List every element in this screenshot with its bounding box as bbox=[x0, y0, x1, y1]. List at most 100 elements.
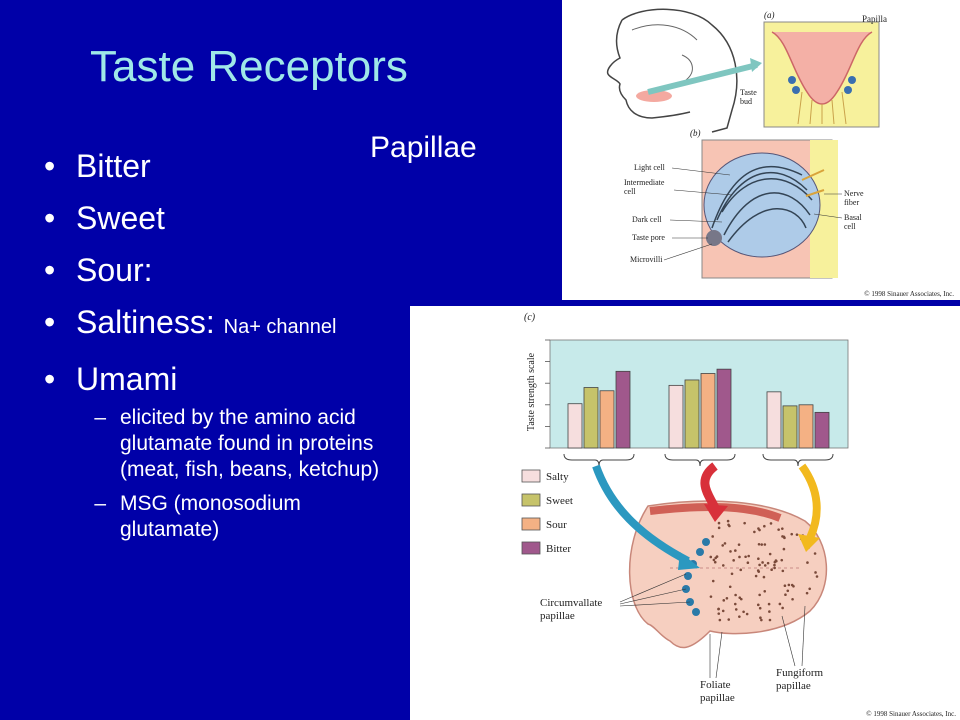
fungiform-dot bbox=[721, 544, 725, 547]
fungiform-dot bbox=[773, 563, 776, 567]
copyright-bottom: © 1998 Sinauer Associates, Inc. bbox=[866, 710, 956, 718]
label-microvilli: Microvilli bbox=[630, 255, 663, 264]
bar-group bbox=[567, 368, 830, 449]
tongue-illustration bbox=[628, 500, 828, 649]
fungiform-dot bbox=[738, 615, 741, 618]
umami-sub-item: – elicited by the amino acid glutamate f… bbox=[76, 405, 405, 483]
umami-sublist: – elicited by the amino acid glutamate f… bbox=[76, 405, 414, 543]
fungiform-dot bbox=[815, 575, 819, 578]
yellow-arrow-head-icon bbox=[798, 534, 820, 552]
bullet-sour: • Sour: bbox=[44, 250, 414, 290]
fungiform-dot bbox=[781, 535, 784, 538]
fungiform-dot bbox=[743, 521, 746, 525]
category-brace bbox=[762, 453, 834, 467]
bullet-label: Sweet bbox=[76, 200, 165, 236]
label-a: (a) bbox=[764, 10, 775, 20]
fungiform-dot bbox=[727, 523, 730, 527]
bar-sweet bbox=[583, 387, 599, 449]
bullet-marker: • bbox=[44, 148, 56, 184]
bar-sweet bbox=[782, 405, 798, 449]
fungiform-dot bbox=[721, 564, 725, 567]
fungiform-dot bbox=[739, 568, 743, 572]
fungiform-dot bbox=[747, 554, 750, 558]
label-intermediate-cell: cell bbox=[624, 187, 636, 196]
legend-label-bitter: Bitter bbox=[546, 543, 571, 555]
bar-sour bbox=[798, 404, 814, 449]
bullet-marker: • bbox=[44, 304, 56, 340]
legend-label-sour: Sour bbox=[546, 519, 567, 531]
fungiform-dot bbox=[757, 542, 761, 546]
bullet-sweet: • Sweet bbox=[44, 198, 414, 238]
fungiform-dot bbox=[774, 559, 778, 562]
label-fungiform-papillae: papillae bbox=[776, 680, 811, 692]
fungiform-dot bbox=[756, 569, 760, 572]
fungiform-dot bbox=[753, 530, 756, 534]
y-axis-ticks bbox=[545, 339, 550, 449]
fungiform-dot bbox=[790, 532, 794, 536]
fungiform-dot bbox=[717, 612, 721, 615]
fungiform-dot bbox=[763, 543, 767, 546]
label-papilla: Papilla bbox=[862, 14, 887, 24]
fungiform-dot bbox=[762, 575, 766, 579]
saltiness-note: Na+ channel bbox=[223, 316, 337, 338]
leader-line bbox=[619, 601, 691, 607]
fungiform-dot bbox=[744, 555, 747, 559]
bar-salty bbox=[567, 403, 583, 449]
fungiform-dot bbox=[717, 526, 721, 530]
fungiform-dot bbox=[727, 618, 731, 621]
fungiform-dot bbox=[759, 616, 762, 620]
y-axis-label: Taste strength scale bbox=[526, 352, 537, 431]
fungiform-dot bbox=[722, 599, 726, 602]
fungiform-dot bbox=[738, 555, 741, 559]
bar-bitter bbox=[716, 368, 732, 449]
fungiform-dot bbox=[734, 608, 738, 611]
fungiform-dot bbox=[721, 609, 725, 613]
fungiform-dot bbox=[734, 549, 737, 552]
circumvallate-dot bbox=[702, 538, 710, 546]
fungiform-dot bbox=[745, 612, 749, 616]
fungiform-dot bbox=[778, 602, 782, 606]
fungiform-dot bbox=[711, 579, 715, 583]
bar-sour bbox=[700, 373, 716, 449]
fungiform-dot bbox=[782, 547, 786, 551]
umami-sub-text: MSG (monosodium glutamate) bbox=[120, 492, 301, 541]
fungiform-dot bbox=[730, 572, 734, 576]
leader-line bbox=[781, 615, 796, 667]
label-dark-cell: Dark cell bbox=[632, 215, 662, 224]
fungiform-dot bbox=[709, 595, 713, 598]
fungiform-dot bbox=[758, 593, 761, 597]
fungiform-dot bbox=[757, 527, 760, 530]
tongue-shape bbox=[628, 500, 828, 649]
leader-line bbox=[813, 213, 843, 219]
fungiform-dot bbox=[791, 597, 794, 601]
label-foliate: Foliate bbox=[700, 679, 731, 691]
fungiform-dot bbox=[761, 561, 764, 564]
bullet-saltiness: • Saltiness: Na+ channel bbox=[44, 302, 414, 347]
fungiform-dot bbox=[768, 552, 772, 556]
leader-line bbox=[619, 588, 687, 605]
bullet-label: Bitter bbox=[76, 148, 151, 184]
taste-bud-illustration: (a) Papilla Taste bud (b) Light cell Int… bbox=[606, 8, 954, 298]
fungiform-dot bbox=[786, 589, 790, 593]
fungiform-dot bbox=[729, 550, 732, 553]
fungiform-dot bbox=[756, 603, 760, 607]
fungiform-dot bbox=[711, 535, 714, 538]
bullet-bitter: • Bitter bbox=[44, 146, 414, 186]
label-light-cell: Light cell bbox=[634, 163, 666, 172]
fungiform-dots bbox=[709, 519, 819, 622]
category-braces bbox=[563, 453, 834, 467]
fungiform-dot bbox=[760, 618, 763, 622]
umami-sub-text: elicited by the amino acid glutamate fou… bbox=[120, 406, 380, 481]
fungiform-dot bbox=[783, 536, 786, 540]
fungiform-dot bbox=[712, 558, 716, 562]
category-brace bbox=[664, 453, 736, 467]
label-taste-pore: Taste pore bbox=[632, 233, 665, 242]
label-nerve: Nerve bbox=[844, 189, 864, 198]
taste-bud-dot bbox=[844, 86, 852, 94]
blue-arrow-head-icon bbox=[678, 552, 700, 570]
chart-legend: Salty Sweet Sour Bitter bbox=[521, 469, 573, 555]
label-bud: bud bbox=[740, 97, 752, 106]
circumvallate-dot bbox=[696, 548, 704, 556]
leader-line bbox=[663, 243, 713, 261]
taste-bud-dot bbox=[792, 86, 800, 94]
